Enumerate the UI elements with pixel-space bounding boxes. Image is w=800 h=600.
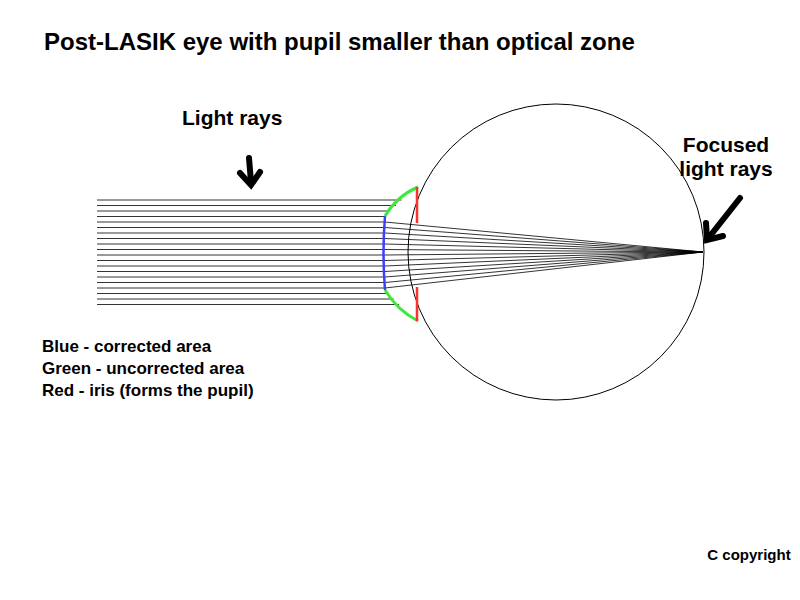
pointer-arrow xyxy=(240,158,260,185)
light-ray xyxy=(97,299,394,300)
watermark: C copyright xyxy=(706,546,792,563)
legend-note: Green - uncorrected area xyxy=(42,359,244,379)
light-ray xyxy=(97,255,385,256)
light-ray xyxy=(97,288,385,289)
legend-note: Blue - corrected area xyxy=(42,337,211,357)
corrected-cornea xyxy=(384,216,386,290)
light-ray xyxy=(385,252,703,288)
light-ray xyxy=(97,282,385,283)
light-ray xyxy=(97,222,385,223)
light-rays xyxy=(97,200,703,305)
light-ray xyxy=(97,260,385,261)
callout-label: Focused light rays xyxy=(670,133,782,181)
light-ray xyxy=(385,239,703,253)
light-ray xyxy=(97,304,399,305)
uncorrected-cornea xyxy=(385,187,418,216)
light-ray xyxy=(97,227,385,228)
light-ray xyxy=(385,228,703,253)
callout-label: Light rays xyxy=(182,106,282,130)
light-ray xyxy=(97,244,385,245)
light-ray xyxy=(97,238,385,239)
light-ray xyxy=(97,216,385,217)
light-ray xyxy=(97,277,385,278)
light-ray xyxy=(97,205,396,206)
pointer-arrow xyxy=(706,198,740,240)
light-ray xyxy=(97,233,385,234)
legend-note: Red - iris (forms the pupil) xyxy=(42,381,254,401)
light-ray xyxy=(97,249,385,250)
light-ray xyxy=(385,252,703,266)
light-ray xyxy=(97,293,388,294)
light-ray xyxy=(97,266,385,267)
light-ray xyxy=(385,250,703,253)
diagram-title: Post-LASIK eye with pupil smaller than o… xyxy=(44,28,635,56)
uncorrected-cornea xyxy=(385,290,418,321)
light-ray xyxy=(385,252,703,272)
light-ray xyxy=(385,233,703,252)
iris xyxy=(416,187,419,223)
iris xyxy=(416,287,419,321)
light-ray xyxy=(385,252,703,277)
light-ray xyxy=(97,271,385,272)
light-ray xyxy=(385,252,703,283)
light-ray xyxy=(385,244,703,252)
light-ray xyxy=(385,222,703,252)
light-ray xyxy=(97,211,390,212)
light-ray xyxy=(97,200,402,201)
